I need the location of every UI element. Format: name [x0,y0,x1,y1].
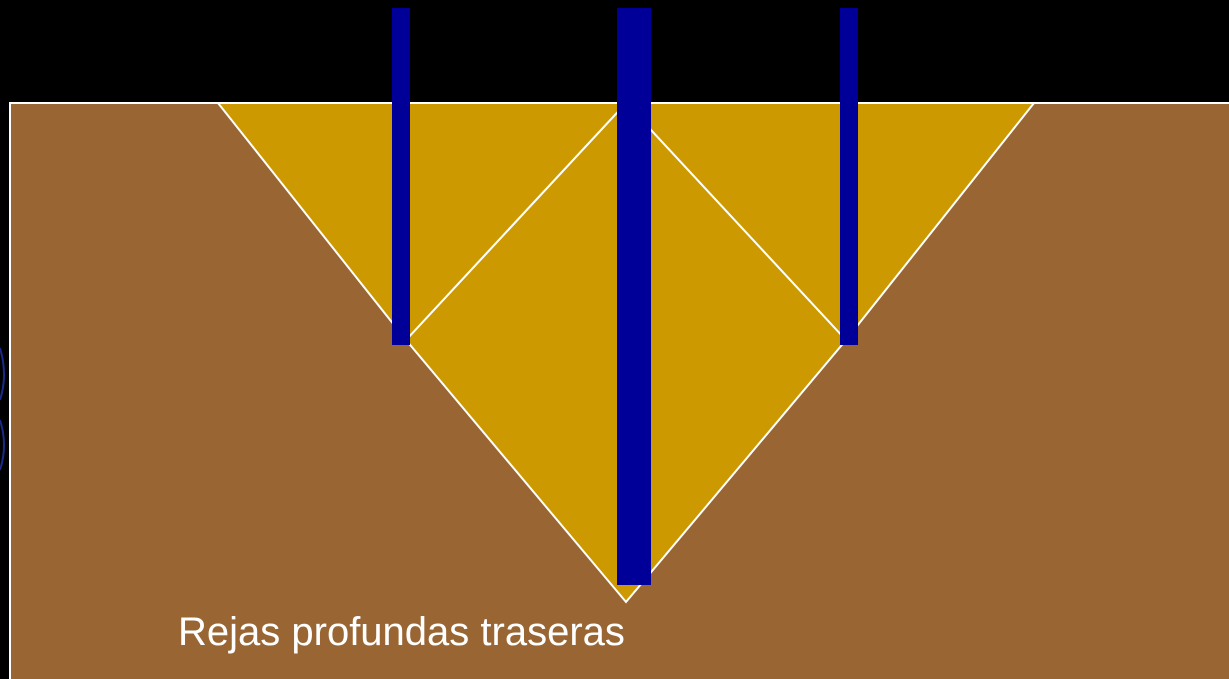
right-shallow-shank [840,8,858,345]
right-loosened-zone [623,102,1037,342]
left-edge-arc-bottom [0,419,5,471]
deep-rear-shank [617,8,651,585]
left-shallow-shank [392,8,410,345]
left-edge-arc-top [0,347,5,401]
diagram-caption: Rejas profundas traseras [178,610,625,654]
left-loosened-zone [215,102,629,342]
